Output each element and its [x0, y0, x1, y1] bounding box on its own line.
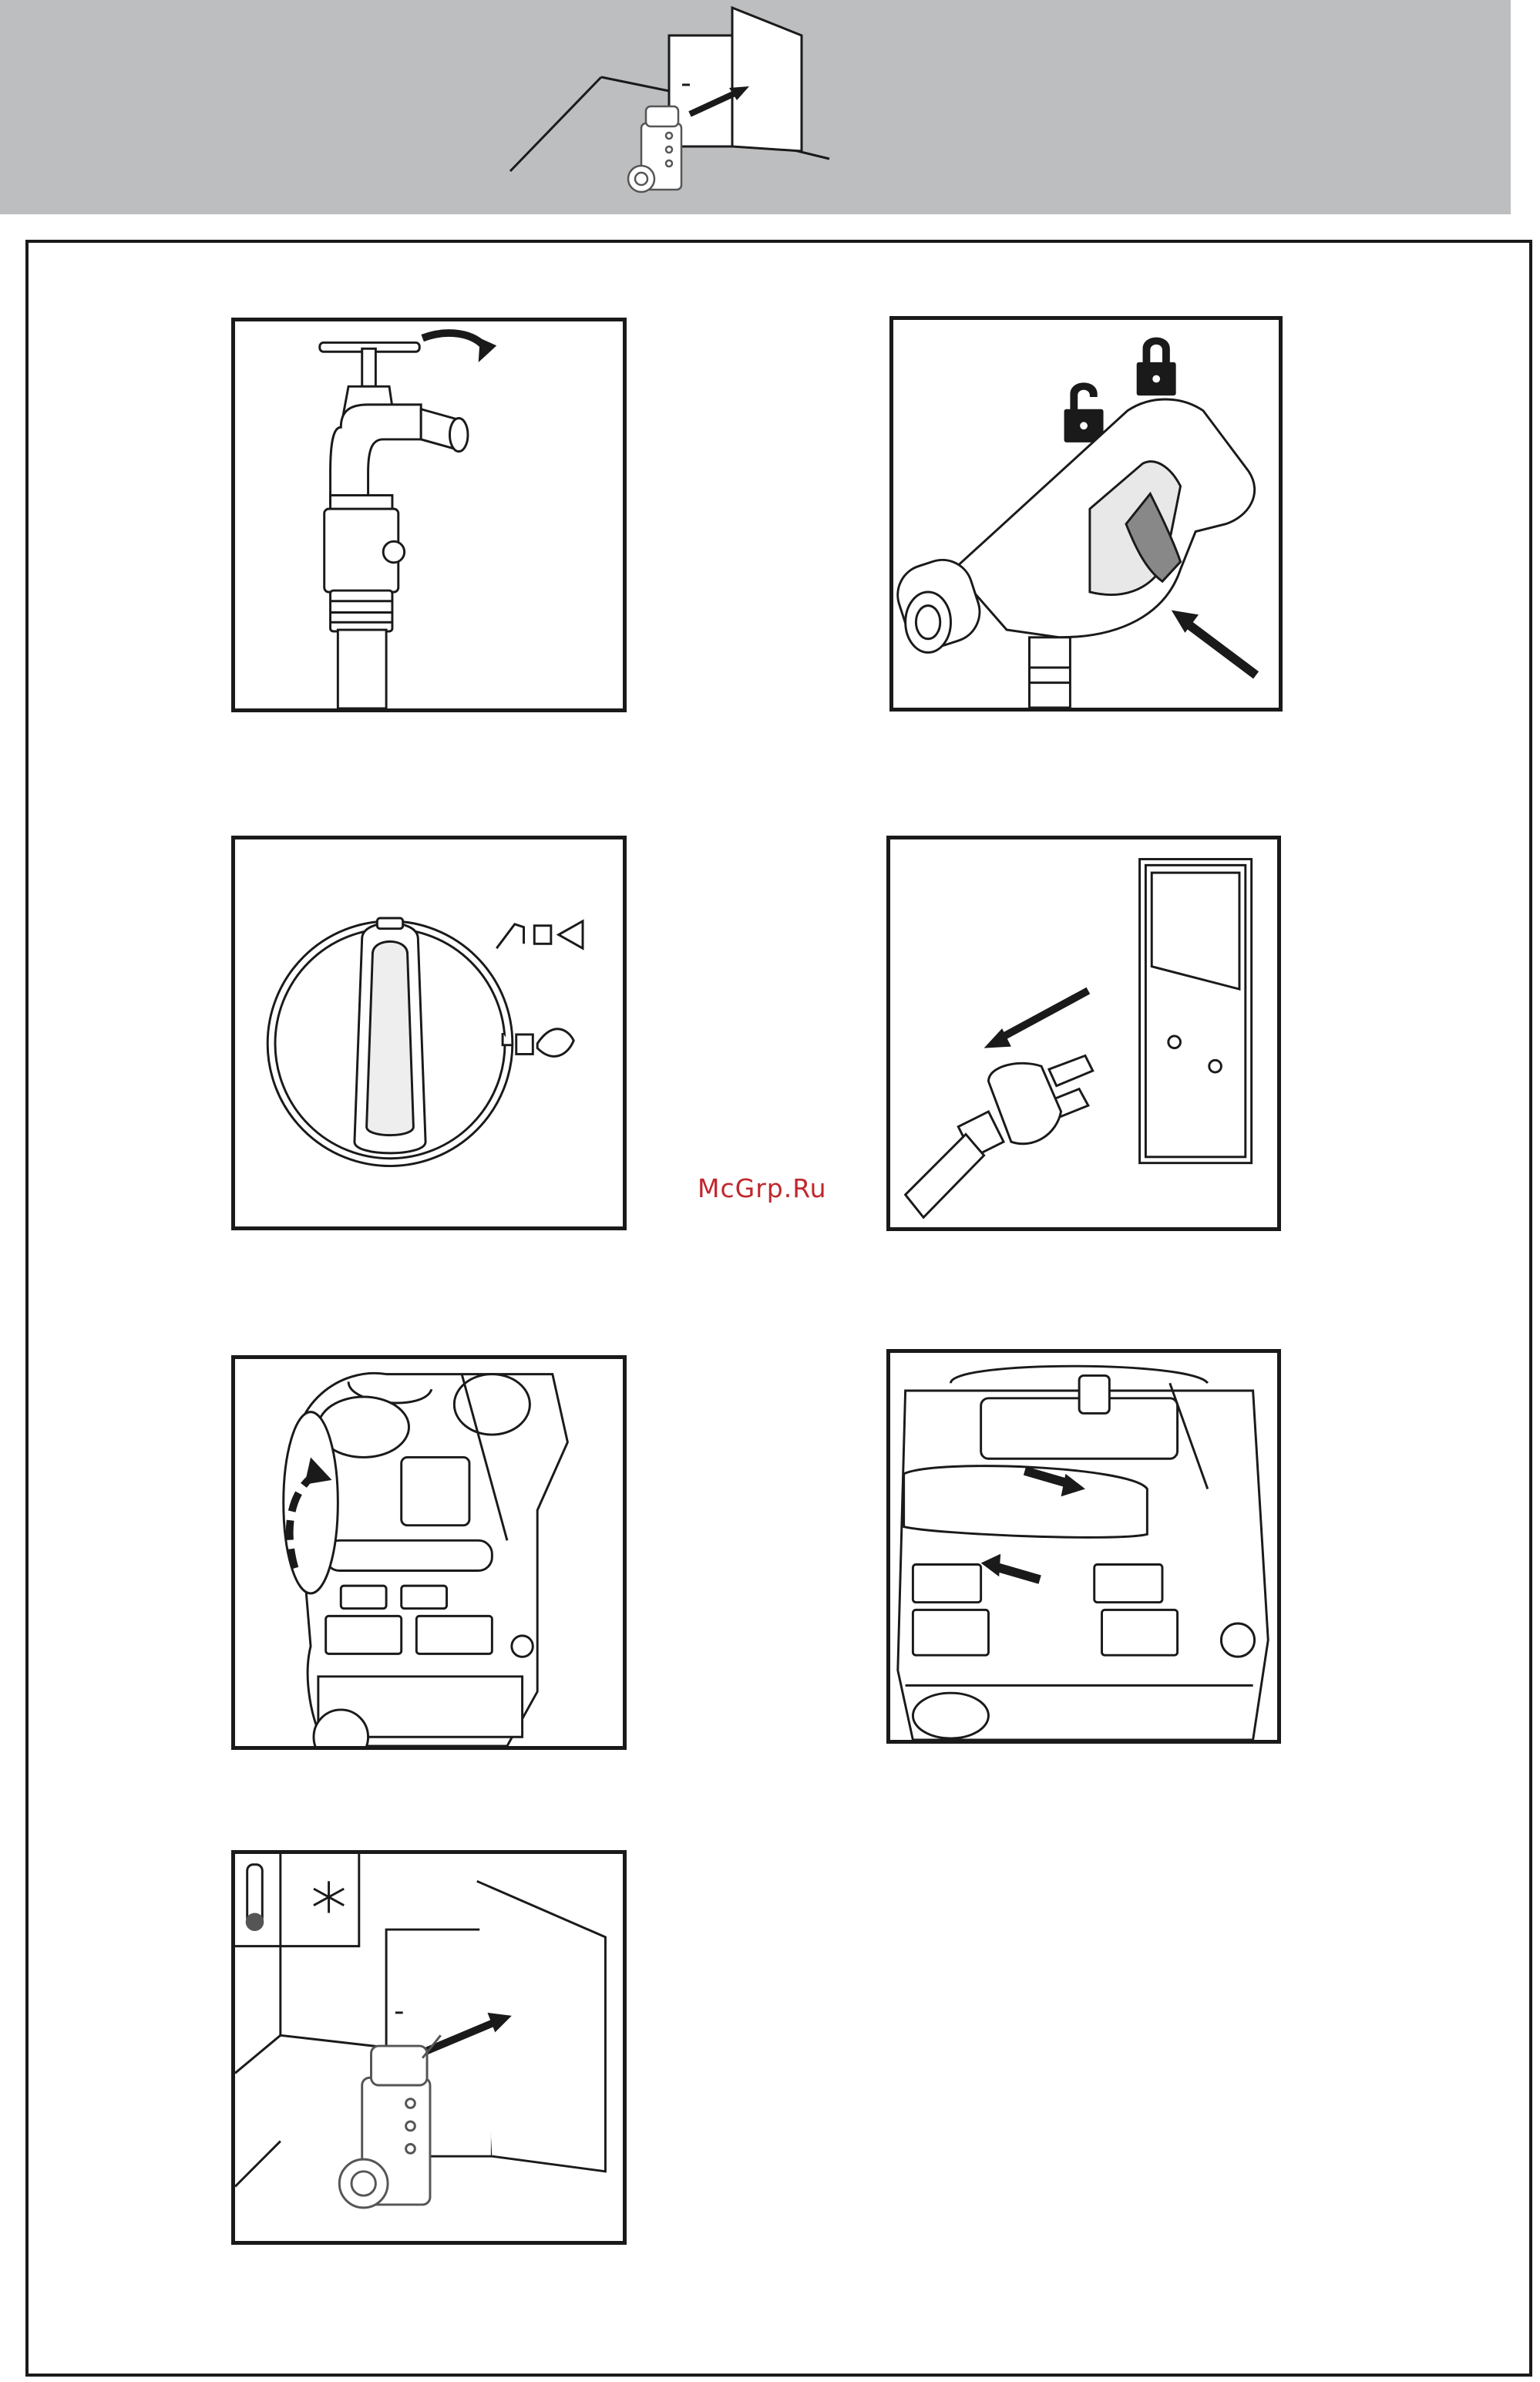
header-band: [0, 0, 1511, 214]
hose-store-icon: [890, 1353, 1277, 1740]
panel-hose-store: [886, 1349, 1281, 1744]
store-indoors-icon: [0, 0, 1511, 214]
selector-knob-icon: [235, 839, 623, 1226]
panel-gun-lock: [889, 316, 1283, 712]
tap-close-icon: [235, 321, 623, 708]
watermark-text: McGrp.Ru: [698, 1173, 827, 1203]
panel-unplug: [886, 836, 1281, 1231]
panel-frost-storage: [231, 1850, 627, 2245]
panel-selector: [231, 836, 627, 1230]
panel-hose-wind: [231, 1355, 627, 1750]
unplug-icon: [890, 839, 1277, 1227]
trigger-lock-icon: [893, 320, 1279, 708]
panel-tap: [231, 318, 627, 712]
hose-wind-icon: [235, 1359, 623, 1746]
frost-storage-icon: [235, 1854, 623, 2241]
